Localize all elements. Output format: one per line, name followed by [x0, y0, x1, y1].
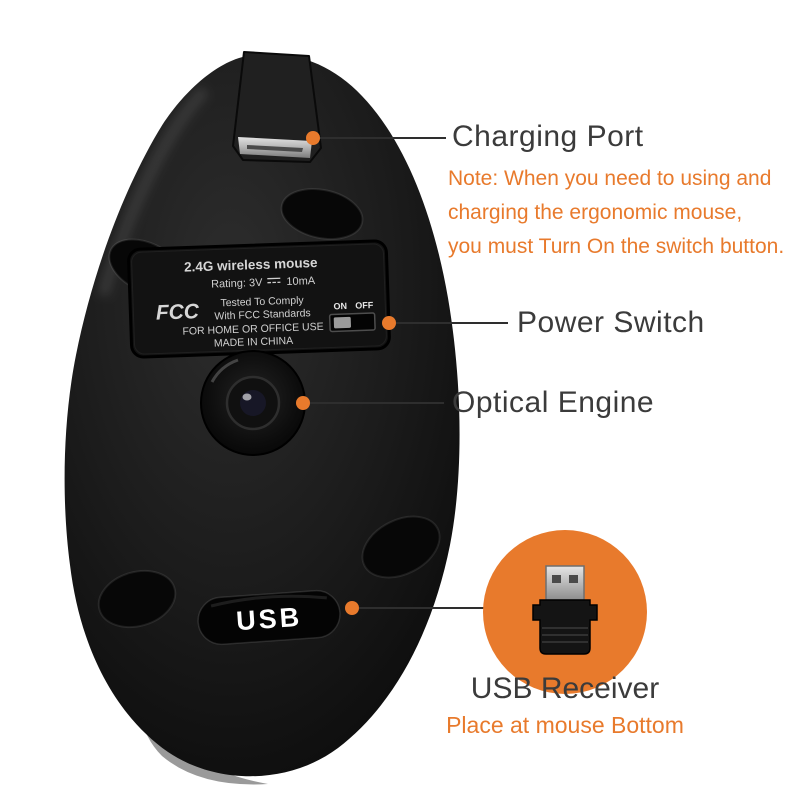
power-switch-dot [382, 316, 396, 330]
charging-note-line1: Note: When you need to using and [448, 167, 772, 190]
optical-sensor-recess-highlight [210, 358, 239, 383]
charging-port-slot-inner [247, 145, 303, 152]
usb-receiver-circle [483, 530, 647, 694]
label-comply-line1: Tested To Comply [220, 294, 304, 309]
mouse-foot-pad-bottom-left [97, 569, 177, 629]
optical-engine-label: Optical Engine [452, 386, 655, 419]
power-switch-off-label: OFF [355, 300, 374, 311]
mouse-foot-pad-bottom-right [361, 515, 441, 579]
optical-engine-line [310, 402, 444, 404]
usb-receiver-line [359, 607, 485, 609]
usb-receiver-label: USB Receiver [470, 672, 660, 705]
label-origin: MADE IN CHINA [214, 335, 294, 350]
charging-port-label: Charging Port [452, 120, 644, 153]
label-product: 2.4G wireless mouse [184, 255, 319, 275]
mouse-foot-pad-top-right [280, 188, 364, 240]
power-switch-label: Power Switch [517, 306, 705, 339]
info-label-plate: 2.4G wireless mouse Rating: 3V 10mA FCC … [127, 239, 391, 359]
power-switch-line [396, 322, 508, 324]
charging-note: Note: When you need to using and chargin… [448, 162, 784, 264]
usb-dongle-icon [532, 565, 598, 655]
dc-current-symbol [267, 277, 281, 284]
label-rating-prefix: Rating: 3V [211, 277, 263, 291]
lens-highlight [242, 393, 252, 401]
charging-port-dot [306, 131, 320, 145]
optical-engine-dot [296, 396, 310, 410]
usb-compartment: USB [197, 589, 341, 646]
charging-port-cover [232, 51, 322, 163]
usb-compartment-label: USB [235, 602, 303, 637]
charging-port-line [320, 137, 446, 139]
usb-receiver-note: Place at mouse Bottom [446, 712, 684, 738]
power-switch-nub [333, 316, 352, 329]
power-switch-on-label: ON [333, 301, 347, 311]
charging-note-line2: charging the ergonomic mouse, [448, 201, 743, 224]
usb-receiver-dot [345, 601, 359, 615]
label-rating-suffix: 10mA [286, 275, 316, 288]
charging-note-line3: you must Turn On the switch button. [448, 235, 785, 258]
fcc-logo: FCC [155, 300, 200, 325]
label-comply-line2: With FCC Standards [214, 307, 311, 322]
label-usage: FOR HOME OR OFFICE USE [182, 321, 324, 338]
optical-sensor-lens [240, 390, 266, 416]
